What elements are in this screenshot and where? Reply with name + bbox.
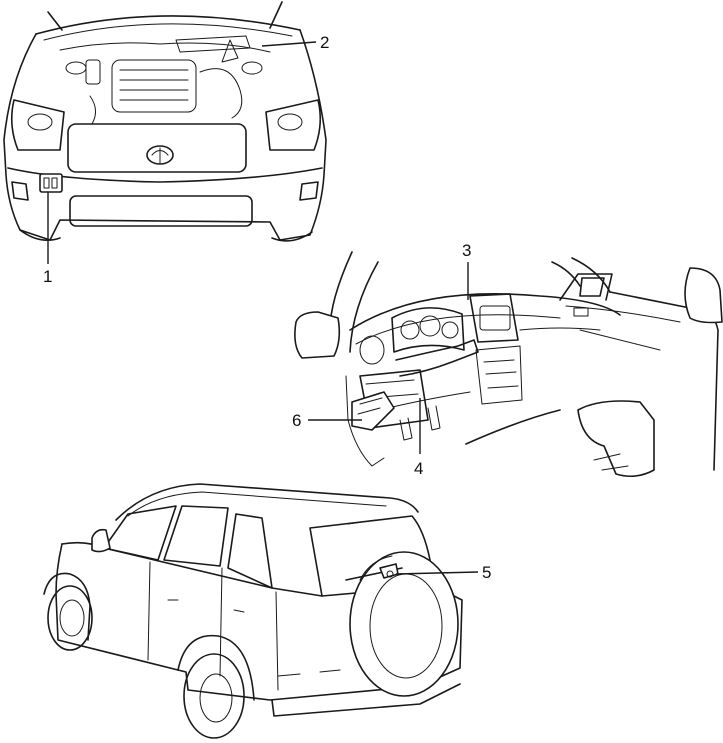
callout-label-4: 4 (414, 459, 423, 478)
callout-label-1: 1 (43, 267, 52, 286)
engine-bay-illustration (3, 1, 327, 242)
callout-line-2 (261, 41, 317, 47)
callout-line-5 (395, 571, 479, 575)
callout-label-2: 2 (320, 33, 329, 52)
callout-label-3: 3 (462, 241, 471, 260)
callout-label-5: 5 (482, 563, 491, 582)
dashboard-illustration (294, 251, 723, 478)
callout-lines (47, 41, 479, 575)
callout-labels: 1 2 3 4 5 6 (43, 33, 491, 582)
rear-vehicle-illustration (43, 483, 463, 739)
callout-label-6: 6 (292, 411, 301, 430)
